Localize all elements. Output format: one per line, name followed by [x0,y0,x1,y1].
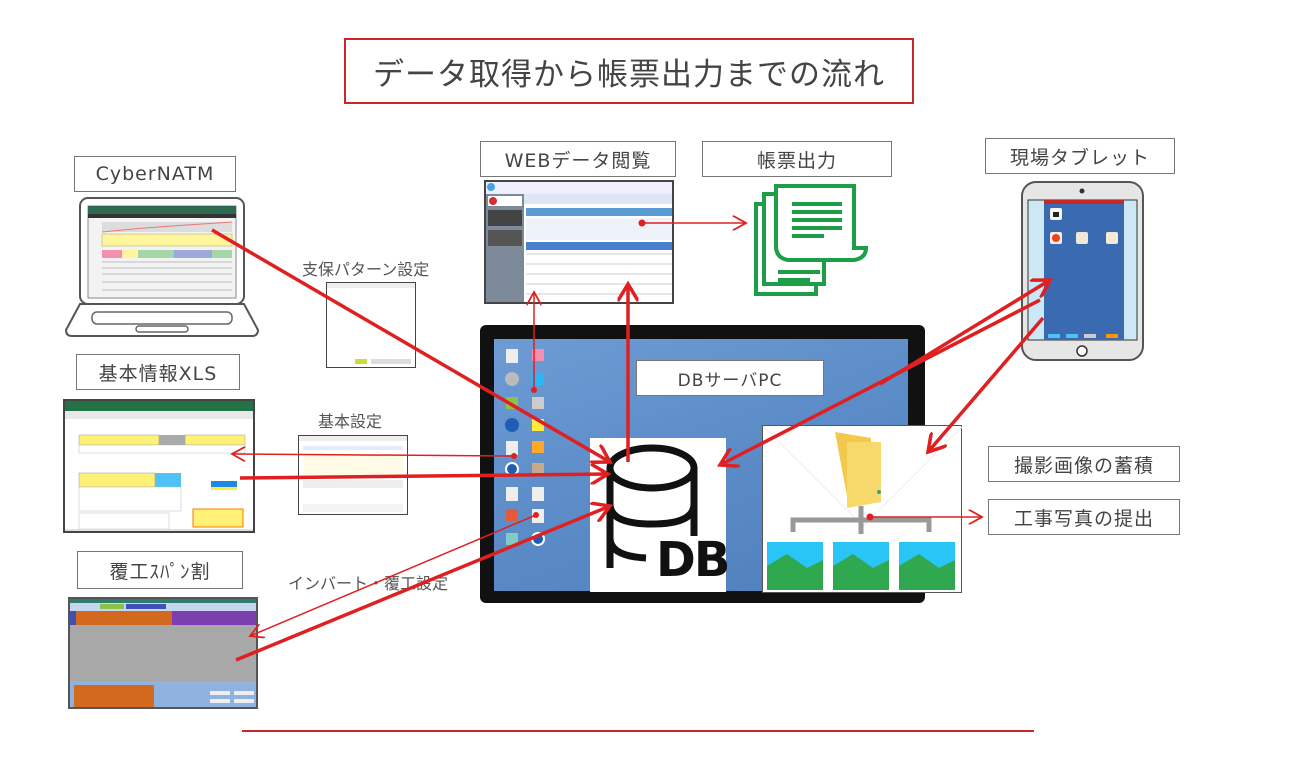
page-title: データ取得から帳票出力までの流れ [344,38,914,104]
label-report-output: 帳票出力 [702,141,892,177]
label-db-server: DBサーバPC [636,360,824,396]
annotation-support-pattern: 支保パターン設定 [302,260,430,279]
laptop-icon [64,197,260,337]
label-tablet: 現場タブレット [985,138,1175,174]
folder-icon [835,432,881,508]
support-pattern-dialog [326,282,416,368]
label-fukko-span: 覆工ｽﾊﾟﾝ割 [77,551,243,589]
desktop-icons [505,349,545,546]
label-web-view: WEBデータ閲覧 [480,141,676,177]
label-kihon-xls: 基本情報XLS [76,354,240,390]
db-text: DB [656,532,730,588]
annotation-basic-settings: 基本設定 [318,412,383,431]
label-cybernatm: CyberNATM [74,156,236,192]
tablet-device [1020,180,1145,362]
label-photo-submit: 工事写真の提出 [988,499,1180,535]
laptop-cybernatm [62,192,262,342]
report-document-icon [750,182,870,302]
database-tile: DB [590,438,730,592]
web-browser-screenshot [484,180,674,304]
basic-settings-dialog [298,435,408,515]
lining-span-screenshot [68,597,258,709]
label-photo-storage: 撮影画像の蓄積 [988,446,1180,482]
tablet-icon [1021,181,1144,361]
annotation-invert-lining: インバート・覆工設定 [288,574,449,593]
excel-screenshot [63,399,255,533]
landscape-photo-icon [767,542,955,590]
photo-storage-tile [762,425,963,593]
